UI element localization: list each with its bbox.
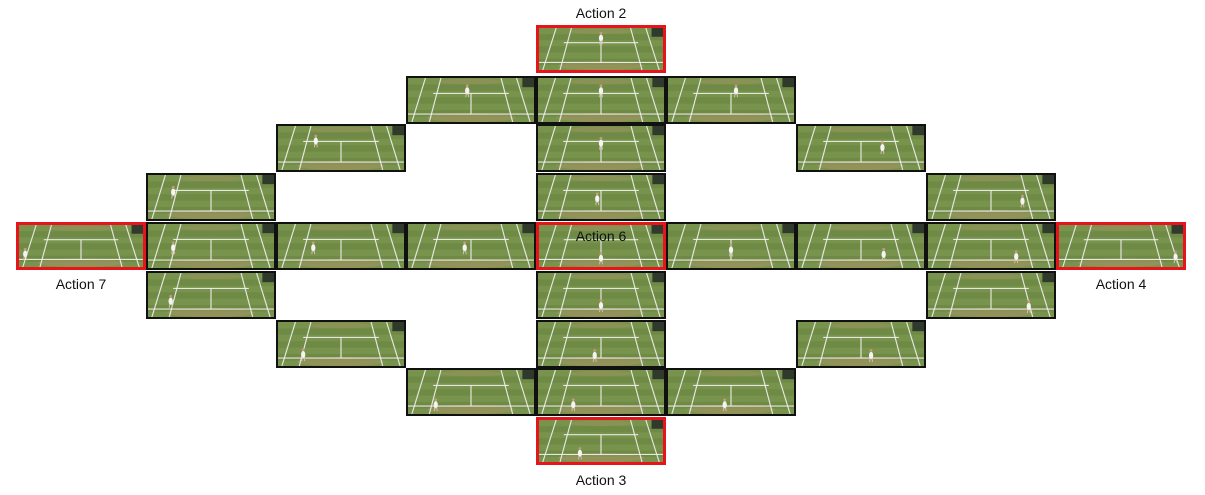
transition-frame [796, 222, 926, 270]
tennis-court-frame [408, 370, 534, 414]
action-frame [536, 25, 666, 73]
tennis-court-frame [148, 175, 274, 219]
transition-frame [406, 222, 536, 270]
transition-frame [666, 76, 796, 124]
tennis-court-frame [539, 420, 663, 462]
action-frame [536, 222, 666, 270]
tennis-court-frame [278, 126, 404, 170]
transition-frame [536, 76, 666, 124]
tennis-court-frame [538, 126, 664, 170]
tennis-court-frame [19, 225, 143, 267]
label-action-7: Action 7 [55, 276, 107, 292]
tennis-court-frame [668, 78, 794, 122]
tennis-court-frame [668, 370, 794, 414]
transition-frame [406, 76, 536, 124]
tennis-court-frame [798, 322, 924, 366]
tennis-court-frame [928, 224, 1054, 268]
action-frame [16, 222, 146, 270]
tennis-court-frame [408, 78, 534, 122]
tennis-court-frame [538, 322, 664, 366]
transition-frame [926, 222, 1056, 270]
transition-frame [276, 320, 406, 368]
tennis-court-frame [1059, 225, 1183, 267]
transition-frame [536, 124, 666, 172]
transition-frame [796, 320, 926, 368]
tennis-court-frame [798, 126, 924, 170]
tennis-court-frame [928, 273, 1054, 317]
transition-frame [666, 222, 796, 270]
tennis-court-frame [278, 224, 404, 268]
tennis-court-frame [798, 224, 924, 268]
tennis-court-frame [538, 175, 664, 219]
tennis-court-frame [408, 224, 534, 268]
tennis-court-frame [278, 322, 404, 366]
tennis-court-frame [538, 370, 664, 414]
transition-frame [146, 173, 276, 221]
transition-frame [926, 271, 1056, 319]
tennis-court-frame [148, 273, 274, 317]
tennis-court-frame [539, 28, 663, 70]
tennis-court-frame [538, 273, 664, 317]
transition-frame [146, 222, 276, 270]
transition-frame [276, 222, 406, 270]
transition-frame [926, 173, 1056, 221]
tennis-court-frame [539, 225, 663, 267]
tennis-court-frame [668, 224, 794, 268]
action-frame [1056, 222, 1186, 270]
label-action-4: Action 4 [1095, 276, 1147, 292]
transition-frame [666, 368, 796, 416]
tennis-court-frame [148, 224, 274, 268]
tennis-court-frame [538, 78, 664, 122]
transition-frame [406, 368, 536, 416]
label-action-6: Action 6 [575, 228, 627, 244]
tennis-court-frame [928, 175, 1054, 219]
label-action-2: Action 2 [575, 5, 627, 21]
transition-frame [536, 271, 666, 319]
transition-frame [146, 271, 276, 319]
transition-frame [536, 368, 666, 416]
transition-frame [796, 124, 926, 172]
transition-frame [536, 173, 666, 221]
transition-frame [536, 320, 666, 368]
action-frame [536, 417, 666, 465]
transition-frame [276, 124, 406, 172]
label-action-3: Action 3 [575, 472, 627, 488]
